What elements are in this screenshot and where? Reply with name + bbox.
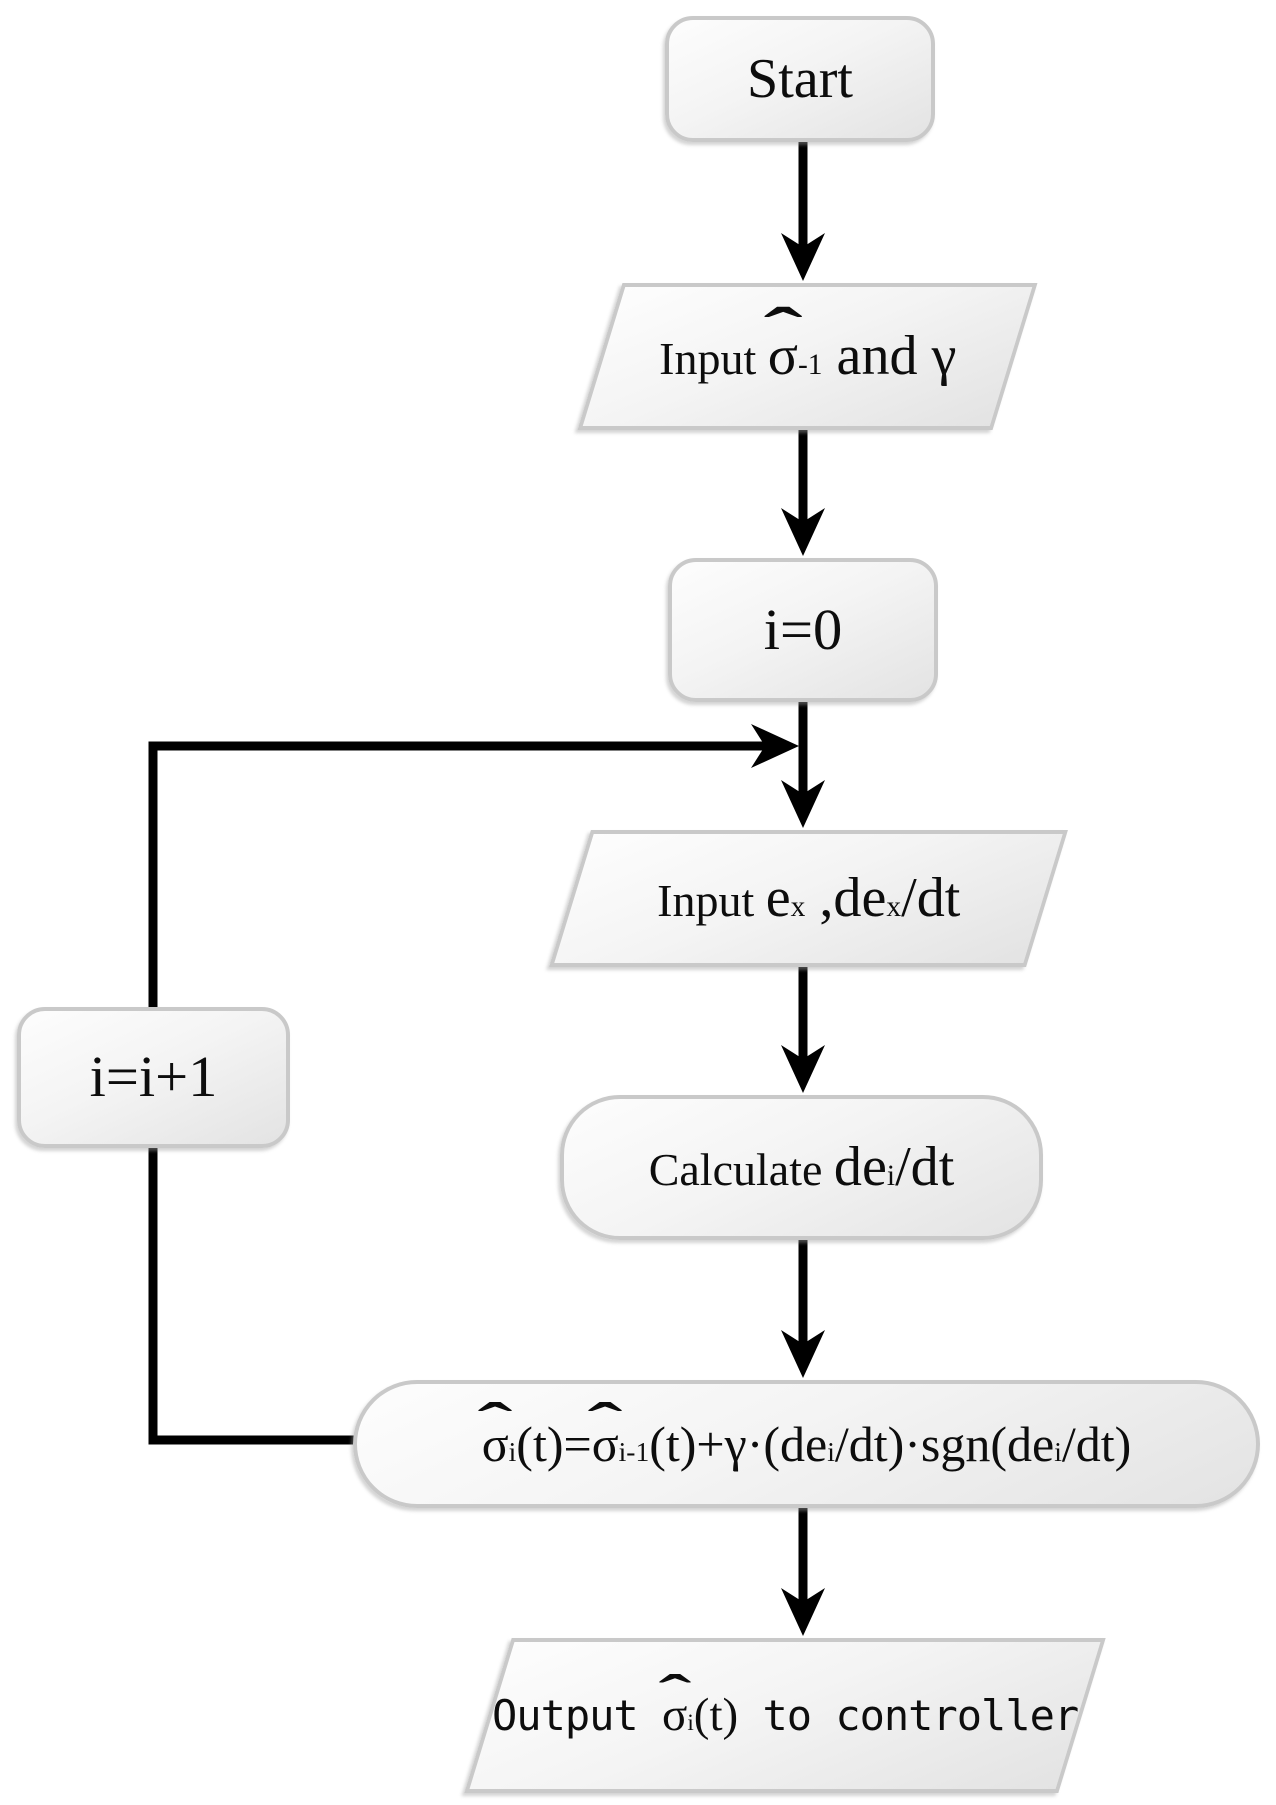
- start-label: Start: [747, 47, 853, 110]
- hat-accent: ˆ: [658, 1665, 692, 1726]
- arrowhead-loop-junction: [751, 724, 799, 768]
- arrowhead-into-input-errors: [781, 780, 825, 828]
- arrowhead-into-set-i: [781, 508, 825, 556]
- hat-accent: ˆ: [762, 297, 803, 369]
- set-i-zero-node: i=0: [668, 558, 938, 702]
- increment-i-label: i=i+1: [89, 1044, 218, 1110]
- increment-i-node: i=i+1: [17, 1007, 290, 1148]
- set-i-zero-label: i=0: [763, 596, 843, 662]
- hat-accent: ˆ: [587, 1390, 623, 1456]
- arrowhead-into-output: [781, 1588, 825, 1636]
- hat-accent: ˆ: [477, 1390, 513, 1456]
- arrowhead-into-input-init: [781, 233, 825, 281]
- arrowhead-into-calculate: [781, 1045, 825, 1093]
- arrowhead-into-update: [781, 1330, 825, 1378]
- start-node: Start: [665, 16, 935, 142]
